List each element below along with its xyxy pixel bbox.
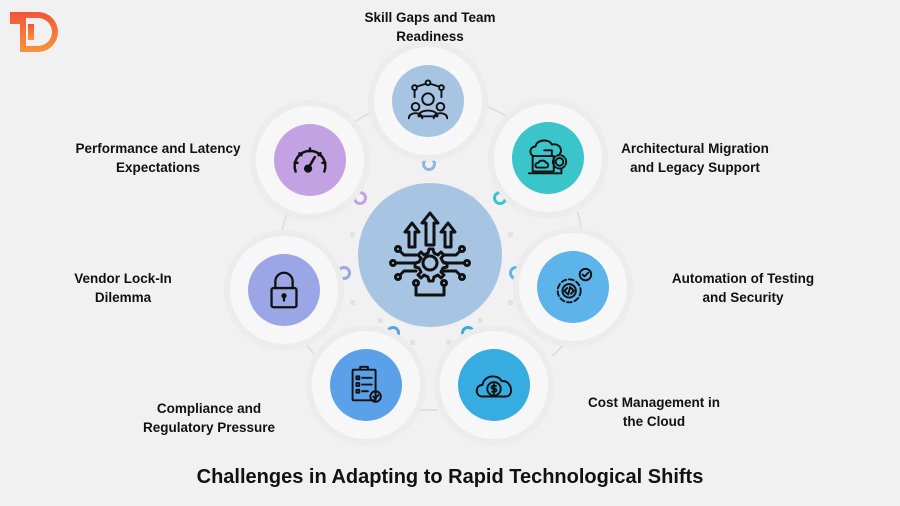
decor-dot — [350, 232, 355, 237]
node-icon-circle — [274, 124, 346, 196]
label-line: Compliance and — [156, 401, 262, 416]
node-icon-circle — [248, 254, 320, 326]
label-line: Cost Management in — [587, 395, 720, 410]
node-performance-latency — [256, 106, 364, 214]
label-line: Regulatory Pressure — [142, 420, 276, 435]
node-icon-circle — [392, 65, 464, 137]
padlock-icon — [270, 271, 298, 309]
cloud-laptop-gear-icon — [527, 139, 568, 175]
label-architectural-migration: Architectural Migration and Legacy Suppo… — [600, 139, 790, 177]
central-hub — [358, 183, 502, 327]
label-line: Automation of Testing — [671, 271, 815, 286]
label-automation-testing: Automation of Testing and Security — [648, 269, 838, 307]
label-line: Expectations — [115, 160, 201, 175]
diagram-title: Challenges in Adapting to Rapid Technolo… — [196, 466, 704, 488]
team-network-icon — [407, 79, 449, 120]
label-line: the Cloud — [622, 414, 686, 429]
speedometer-icon — [293, 147, 327, 173]
decor-dot — [350, 300, 355, 305]
node-icon-circle — [458, 349, 530, 421]
label-vendor-lock-in: Vendor Lock-In Dilemma — [58, 269, 188, 307]
decor-dot — [508, 232, 513, 237]
label-line: and Security — [702, 290, 784, 305]
label-line: Dilemma — [94, 290, 152, 305]
node-architectural-migration — [494, 104, 602, 212]
node-icon-circle — [512, 122, 584, 194]
accent-ring — [353, 191, 367, 205]
label-line: Performance and Latency — [75, 141, 241, 156]
node-skill-gaps — [374, 47, 482, 155]
decor-dot — [378, 318, 383, 323]
label-line: Skill Gaps and Team — [364, 10, 496, 25]
decor-dot — [508, 300, 513, 305]
label-skill-gaps: Skill Gaps and Team Readiness — [340, 8, 520, 46]
node-vendor-lock-in — [230, 236, 338, 344]
gear-code-check-icon — [556, 267, 593, 304]
decor-dot — [410, 340, 415, 345]
node-automation-testing — [519, 233, 627, 341]
accent-ring — [337, 266, 351, 280]
label-line: Readiness — [396, 29, 464, 44]
label-line: Architectural Migration — [621, 141, 769, 156]
node-cost-management — [440, 331, 548, 439]
label-compliance: Compliance and Regulatory Pressure — [134, 399, 284, 437]
node-compliance — [312, 331, 420, 439]
decor-dot — [478, 318, 483, 323]
accent-ring — [493, 191, 507, 205]
clipboard-checklist-icon — [351, 365, 382, 403]
cloud-dollar-icon — [475, 375, 512, 398]
label-line: and Legacy Support — [630, 160, 760, 175]
node-icon-circle — [330, 349, 402, 421]
tech-growth-gear-circuit-icon — [389, 211, 471, 297]
label-cost-management: Cost Management in the Cloud — [574, 393, 734, 431]
accent-ring — [422, 157, 436, 171]
label-line: Vendor Lock-In — [74, 271, 172, 286]
decor-dot — [446, 340, 451, 345]
node-icon-circle — [537, 251, 609, 323]
label-performance-latency: Performance and Latency Expectations — [68, 139, 248, 177]
td-logo — [10, 10, 60, 54]
